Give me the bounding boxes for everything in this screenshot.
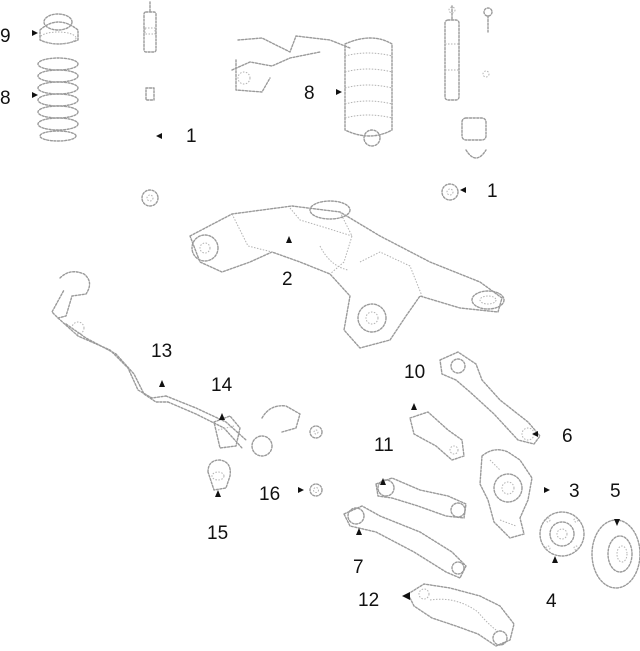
arrow-4: [552, 556, 558, 563]
arrow-7: [356, 528, 362, 535]
part-brake-disc: [591, 519, 640, 589]
part-lower-link: [343, 505, 467, 579]
part-knuckle: [479, 449, 533, 539]
callout-16: 16: [259, 484, 280, 505]
callout-5: 5: [610, 481, 621, 502]
arrow-1-upper: [156, 133, 162, 139]
callout-13: 13: [151, 341, 172, 362]
callout-1-lower: 1: [487, 181, 498, 202]
callout-8-right: 8: [304, 83, 315, 104]
callout-12: 12: [358, 590, 379, 611]
callout-arrows: [32, 30, 620, 600]
part-lower-control-arm: [407, 583, 515, 647]
part-lateral-link: [375, 477, 467, 519]
callout-9: 9: [0, 26, 11, 47]
arrow-8-right: [336, 89, 342, 95]
part-stabilizer-bar: [51, 271, 247, 449]
part-strut-assembly-right: [231, 35, 393, 147]
callout-7: 7: [353, 557, 364, 578]
part-subframe: [189, 200, 505, 349]
callout-2: 2: [282, 269, 293, 290]
arrow-13: [159, 380, 165, 387]
callout-1-upper: 1: [186, 126, 197, 147]
arrow-16: [298, 487, 304, 493]
part-bushing: [207, 459, 231, 491]
part-link-nut: [309, 483, 323, 497]
arrow-10: [411, 403, 417, 410]
part-shock-absorber-left: [141, 1, 159, 207]
arrow-8-left: [32, 92, 38, 98]
arrow-5: [614, 519, 620, 526]
arrow-6: [532, 431, 538, 437]
callout-labels: 9 8 1 8 1 2 13 14 10 6 11 3 5 16 15 7 4 …: [0, 26, 621, 612]
part-upper-arm: [439, 351, 541, 445]
callout-14: 14: [211, 375, 233, 396]
callout-8-left: 8: [0, 88, 11, 109]
part-hub-bearing: [539, 511, 585, 557]
part-spring-seat: [39, 13, 79, 45]
part-toe-link: [409, 411, 465, 461]
callout-4: 4: [546, 591, 557, 612]
callout-10: 10: [404, 362, 425, 383]
arrow-3: [544, 487, 550, 493]
arrow-12: [402, 592, 410, 600]
callout-3: 3: [569, 481, 580, 502]
part-shock-absorber-right: [441, 5, 493, 201]
arrow-15: [215, 490, 221, 497]
part-coil-spring-left: [37, 57, 79, 142]
arrow-1-lower: [460, 187, 466, 193]
callout-11: 11: [374, 435, 394, 456]
callout-15: 15: [207, 523, 228, 544]
arrow-2: [286, 236, 292, 243]
callout-6: 6: [562, 426, 573, 447]
part-stabilizer-bracket: [213, 405, 323, 457]
arrow-9: [32, 30, 38, 36]
arrow-11: [380, 478, 386, 485]
arrow-14: [219, 413, 225, 420]
